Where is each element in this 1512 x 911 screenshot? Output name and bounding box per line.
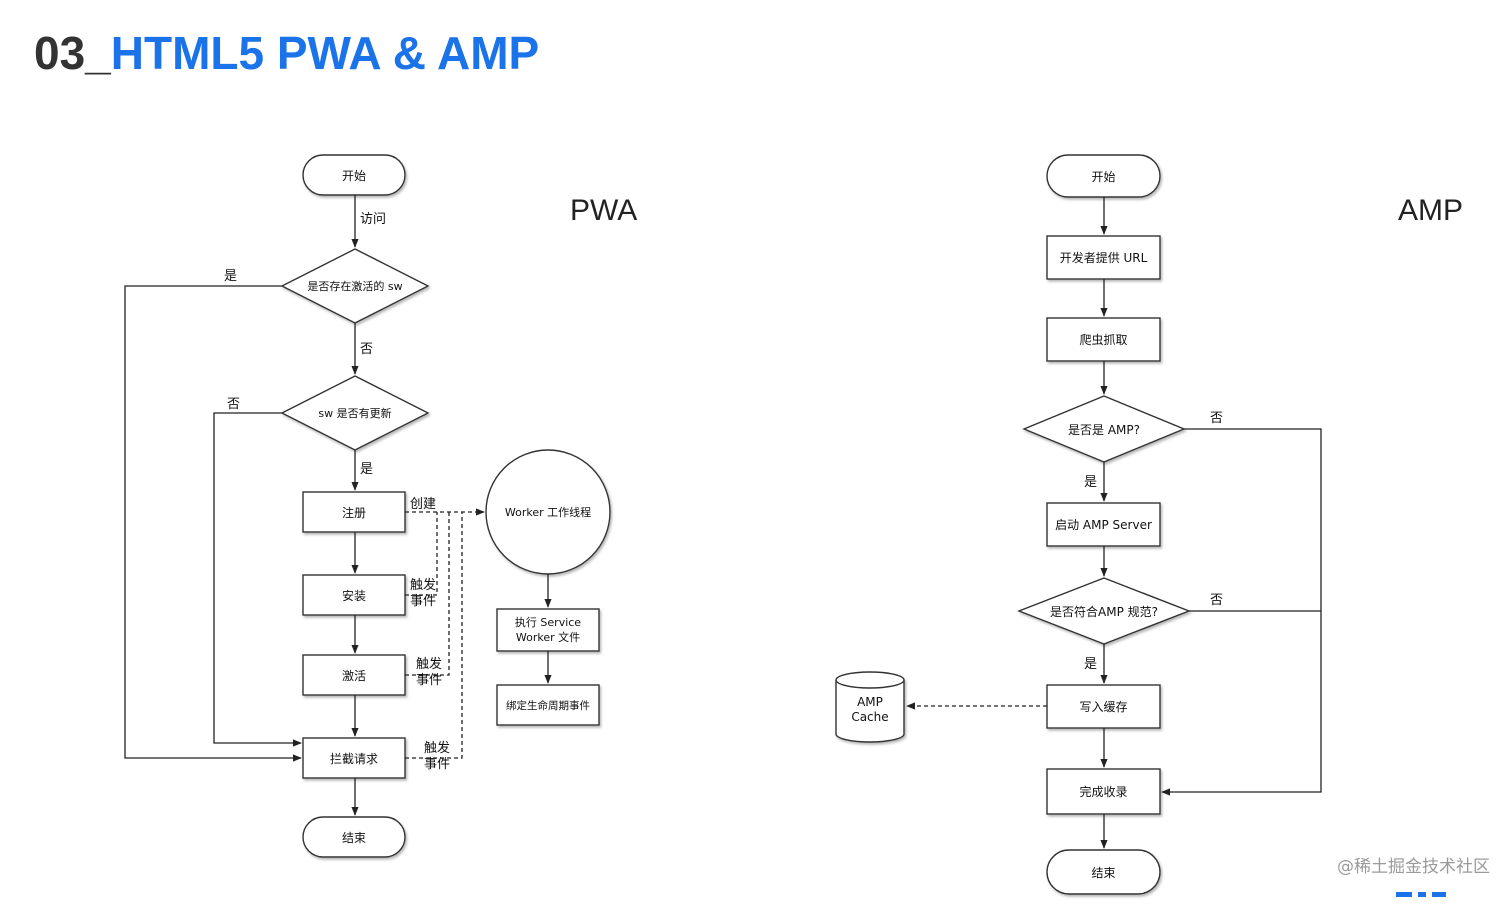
page-title: 03_HTML5 PWA & AMP <box>34 30 539 76</box>
amp-edge-no-2: 否 <box>1210 593 1224 608</box>
pwa-edge-no-1: 否 <box>360 342 374 357</box>
pwa-edge-no-2: 否 <box>227 397 241 412</box>
pwa-intercept-shape <box>302 737 406 779</box>
pwa-has-sw-node: 是否存在激活的 sw <box>307 280 403 293</box>
pwa-start-node: 开始 <box>341 168 366 183</box>
amp-end-shape <box>1046 849 1161 895</box>
watermark: @稀土掘金技术社区 <box>1337 857 1490 877</box>
amp-edge-no-1: 否 <box>1210 411 1224 426</box>
amp-dev-url-shape <box>1046 235 1161 280</box>
pwa-sw-update-node: sw 是否有更新 <box>318 407 392 420</box>
pwa-register-node: 注册 <box>341 505 366 520</box>
pwa-edge-yes-1: 是 <box>224 269 238 284</box>
pwa-exec-shape <box>496 608 600 652</box>
pwa-register-shape <box>302 491 406 533</box>
amp-write-cache-node: 写入缓存 <box>1079 700 1128 714</box>
pwa-activate-node: 激活 <box>341 668 366 683</box>
pwa-exec-node: 执行 Service Worker 文件 <box>514 616 582 644</box>
pwa-worker-node: Worker 工作线程 <box>504 506 592 519</box>
amp-crawl-node: 爬虫抓取 <box>1079 333 1128 347</box>
amp-done-node: 完成收录 <box>1079 785 1128 799</box>
amp-crawl-shape <box>1046 317 1161 362</box>
amp-dev-url-node: 开发者提供 URL <box>1059 251 1148 265</box>
accent-decoration <box>1396 892 1456 899</box>
amp-is-amp-node: 是否是 AMP? <box>1068 422 1140 437</box>
amp-done-shape <box>1046 768 1161 815</box>
pwa-start-shape <box>302 154 406 196</box>
amp-end-node: 结束 <box>1091 865 1116 880</box>
title-main: HTML5 PWA & AMP <box>110 27 540 79</box>
pwa-end-shape <box>302 816 406 858</box>
amp-conform-node: 是否符合AMP 规范? <box>1050 604 1158 619</box>
pwa-edge-trigger-1: 触发 事件 <box>410 578 437 609</box>
amp-start-node: 开始 <box>1091 169 1116 184</box>
pwa-edge-trigger-2: 触发 事件 <box>416 657 443 688</box>
pwa-edge-visit: 访问 <box>360 212 387 227</box>
pwa-install-shape <box>302 574 406 616</box>
amp-write-cache-shape <box>1046 684 1161 729</box>
pwa-section-label: PWA <box>570 194 638 227</box>
pwa-end-node: 结束 <box>341 830 366 845</box>
pwa-intercept-node: 拦截请求 <box>329 751 378 766</box>
amp-section-label: AMP <box>1398 194 1464 227</box>
pwa-edge-create: 创建 <box>410 497 437 512</box>
amp-server-shape <box>1046 502 1161 547</box>
pwa-bind-shape <box>496 684 600 726</box>
pwa-install-node: 安装 <box>341 588 366 603</box>
title-prefix: 03_ <box>34 27 111 79</box>
amp-edge-yes-2: 是 <box>1084 657 1098 672</box>
amp-cache-shape <box>835 671 905 743</box>
pwa-bind-node: 绑定生命周期事件 <box>506 699 590 712</box>
amp-server-node: 启动 AMP Server <box>1055 518 1152 532</box>
amp-edge-yes-1: 是 <box>1084 475 1098 490</box>
pwa-edge-yes-2: 是 <box>360 462 374 477</box>
amp-cache-node: AMP Cache <box>851 695 889 724</box>
pwa-edge-trigger-3: 触发 事件 <box>424 741 451 772</box>
pwa-activate-shape <box>302 654 406 696</box>
